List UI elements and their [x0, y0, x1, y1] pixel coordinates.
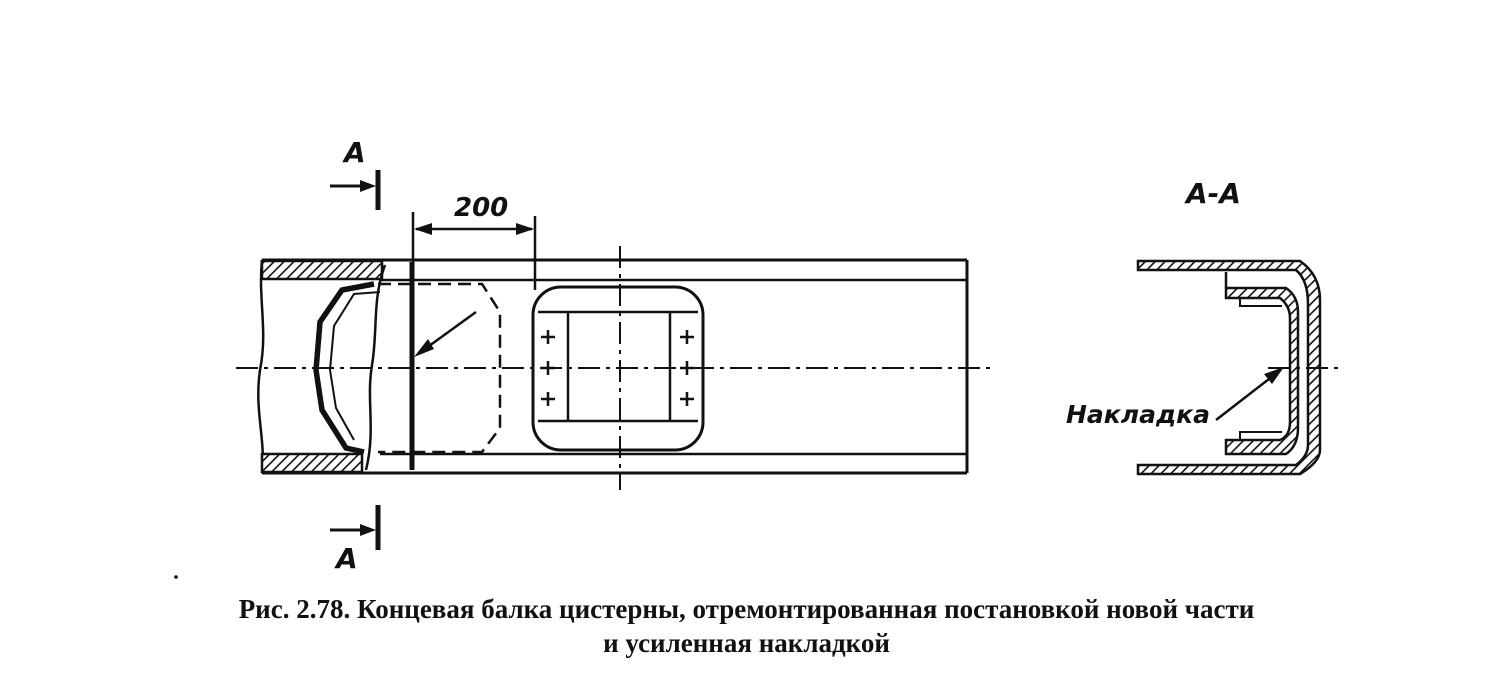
section-mark-top-letter: A — [342, 136, 366, 169]
caption-line-2: и усиленная накладкой — [603, 628, 890, 658]
beam-view — [236, 246, 990, 490]
overlay-label: Накладка — [1066, 400, 1210, 429]
section-a-a: A-A Накладка — [1066, 177, 1340, 476]
weld-hatch-bottom — [260, 452, 364, 474]
section-title: A-A — [1184, 177, 1241, 210]
dimension-value: 200 — [454, 193, 508, 223]
figure-caption: Рис. 2.78. Концевая балка цистерны, отре… — [0, 592, 1493, 660]
weld-hatch-top — [260, 259, 384, 281]
section-mark-bottom: A — [330, 505, 381, 575]
section-mark-top: A — [330, 136, 381, 210]
dimension-200: 200 — [411, 193, 537, 290]
caption-line-1: Рис. 2.78. Концевая балка цистерны, отре… — [238, 594, 1255, 624]
section-mark-bottom-letter: A — [334, 542, 358, 575]
